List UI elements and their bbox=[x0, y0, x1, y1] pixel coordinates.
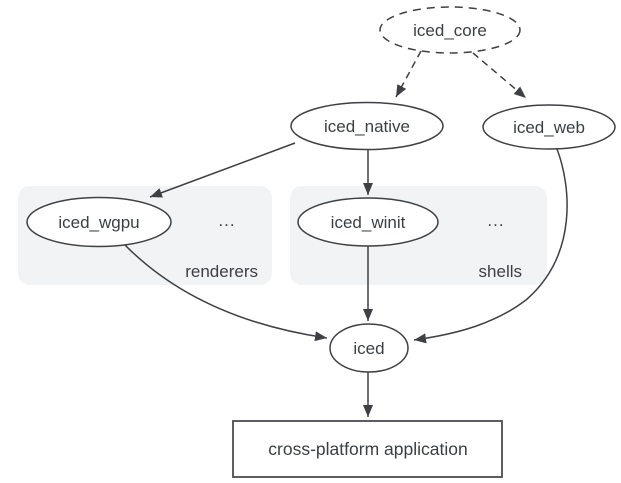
node-iced: iced bbox=[329, 323, 409, 373]
node-application: cross-platform application bbox=[232, 420, 503, 478]
edge-iced-native-to-iced-wgpu bbox=[149, 142, 296, 198]
node-iced-native: iced_native bbox=[290, 101, 444, 151]
node-iced-web: iced_web bbox=[482, 104, 616, 150]
node-label-application: cross-platform application bbox=[268, 439, 467, 459]
renderers-ellipsis: ... bbox=[218, 211, 235, 230]
node-label-iced-wgpu: iced_wgpu bbox=[58, 213, 139, 232]
node-iced-wgpu: iced_wgpu bbox=[26, 196, 172, 248]
node-iced-winit: iced_winit bbox=[297, 197, 439, 247]
node-label-iced-web: iced_web bbox=[513, 118, 585, 137]
edge-iced-core-to-iced-web bbox=[472, 52, 527, 99]
shells-ellipsis: ... bbox=[487, 211, 504, 230]
group-label-shells: shells bbox=[479, 262, 522, 281]
edge-iced-web-to-iced bbox=[413, 148, 568, 344]
edge-iced-wgpu-to-iced bbox=[123, 243, 328, 342]
node-label-iced-core: iced_core bbox=[413, 21, 487, 40]
node-iced-core: iced_core bbox=[379, 6, 521, 54]
node-label-iced-winit: iced_winit bbox=[331, 213, 406, 232]
group-label-renderers: renderers bbox=[185, 262, 258, 281]
edge-iced-core-to-iced-native bbox=[395, 50, 422, 98]
node-label-iced: iced bbox=[353, 339, 384, 358]
node-label-iced-native: iced_native bbox=[324, 117, 410, 136]
